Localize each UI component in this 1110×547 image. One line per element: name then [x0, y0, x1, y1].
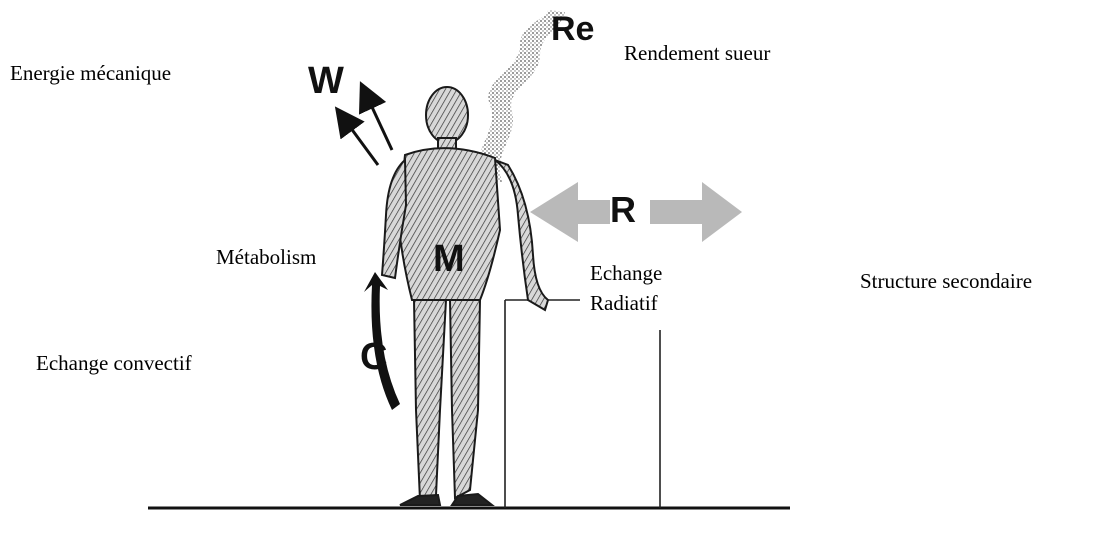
- work-arrows: [342, 92, 392, 165]
- metabolism-symbol: M: [433, 240, 465, 278]
- radiation-arrow: [530, 182, 742, 242]
- label-metabolism: Métabolism: [216, 244, 338, 270]
- label-rendement-sueur: Rendement sueur: [624, 40, 770, 66]
- evaporation-symbol: Re: [551, 12, 594, 46]
- radiation-symbol: R: [610, 192, 636, 228]
- secondary-structure-box: [505, 300, 660, 508]
- convection-symbol: C: [360, 338, 387, 376]
- label-energie-mecanique: Energie mécanique: [10, 60, 171, 86]
- label-echange-convectif: Echange convectif: [36, 350, 192, 376]
- human-figure: [382, 87, 548, 505]
- label-echange-radiatif-line2: Radiatif: [590, 290, 658, 316]
- work-symbol: W: [308, 62, 344, 100]
- label-structure-secondaire: Structure secondaire: [860, 268, 1032, 294]
- label-echange-radiatif-line1: Echange: [590, 260, 662, 286]
